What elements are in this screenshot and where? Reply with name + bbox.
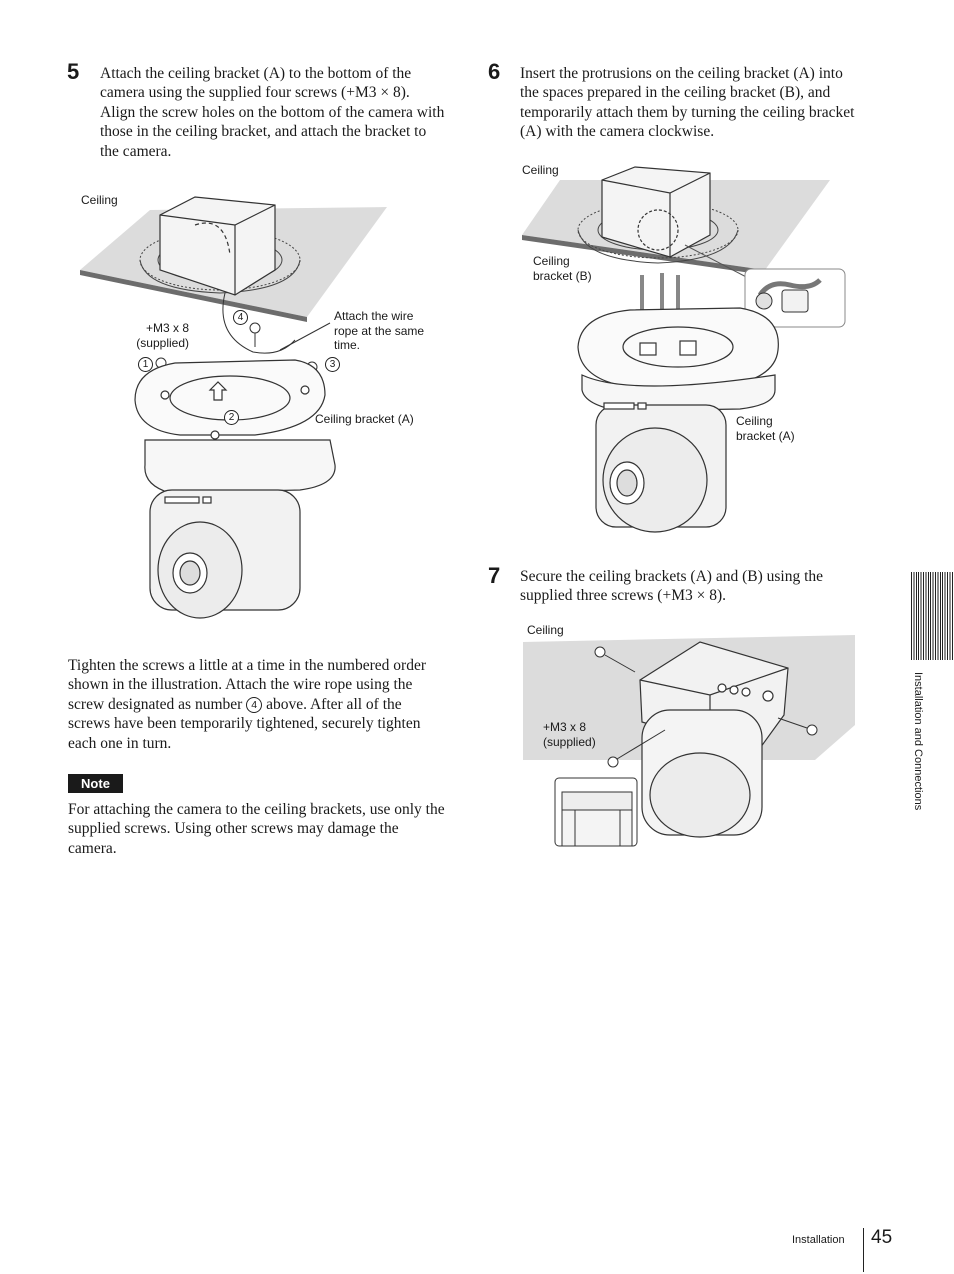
step-7-number: 7	[488, 563, 501, 588]
step-6-ceiling-label: Ceiling	[522, 163, 559, 177]
camera-body	[144, 439, 336, 619]
step-6-bracket-b-label: Ceiling bracket (B)	[533, 254, 592, 283]
screw-number-1: 1	[138, 357, 153, 372]
step-6-illustration	[522, 166, 846, 533]
step-5-illustration	[80, 196, 387, 619]
screw-number-3: 3	[325, 357, 340, 372]
note-text: For attaching the camera to the ceiling …	[68, 801, 445, 857]
step-6-bracket-a-label: Ceiling bracket (A)	[736, 414, 795, 443]
step-6-number: 6	[488, 59, 501, 84]
rotation-detail-inset	[744, 268, 846, 328]
tighten-text-after: above. After all of the screws have been…	[68, 695, 421, 752]
step-5-bracket-a-label: Ceiling bracket (A)	[315, 412, 414, 426]
footer-divider	[863, 1228, 864, 1272]
step-5-screws-label: +M3 x 8 (supplied)	[136, 321, 189, 350]
section-side-label: Installation and Connections	[912, 672, 924, 811]
step-7-text: Secure the ceiling brackets (A) and (B) …	[520, 568, 824, 605]
step-5-ceiling-label: Ceiling	[81, 193, 118, 207]
step-5-text: Attach the ceiling bracket (A) to the bo…	[100, 65, 445, 160]
camera-body	[581, 374, 776, 533]
screw-number-4: 4	[233, 310, 248, 325]
page-number: 45	[871, 1227, 893, 1248]
screw-number-2: 2	[224, 410, 239, 425]
section-side-tab: Installation and Connections	[910, 672, 926, 824]
step-7-ceiling-label: Ceiling	[527, 623, 564, 637]
step-5-wire-label: Attach the wire rope at the same time.	[334, 309, 425, 352]
footer-section-name: Installation	[792, 1234, 845, 1246]
note-badge: Note	[68, 774, 123, 793]
wire-rope	[222, 292, 331, 354]
screw-number-reference: 4	[246, 696, 263, 713]
detail-inset	[554, 777, 638, 847]
camera-mounted	[639, 641, 789, 838]
tighten-text-before: Tighten the screws a little at a time in…	[68, 657, 426, 713]
ceiling-bracket-a	[134, 359, 326, 440]
step-7-screws	[594, 646, 818, 768]
step-6-text: Insert the protrusions on the ceiling br…	[520, 65, 855, 141]
step-5-number: 5	[67, 59, 80, 84]
step-7-screws-label: +M3 x 8 (supplied)	[543, 720, 596, 749]
junction-box	[601, 166, 711, 258]
step-7-illustration	[523, 635, 855, 847]
detail-leader	[684, 244, 753, 281]
junction-box	[159, 196, 276, 296]
section-tab-stripes	[911, 572, 954, 660]
ceiling-bracket-a	[577, 307, 779, 388]
tighten-instructions: Tighten the screws a little at a time in…	[68, 656, 446, 753]
